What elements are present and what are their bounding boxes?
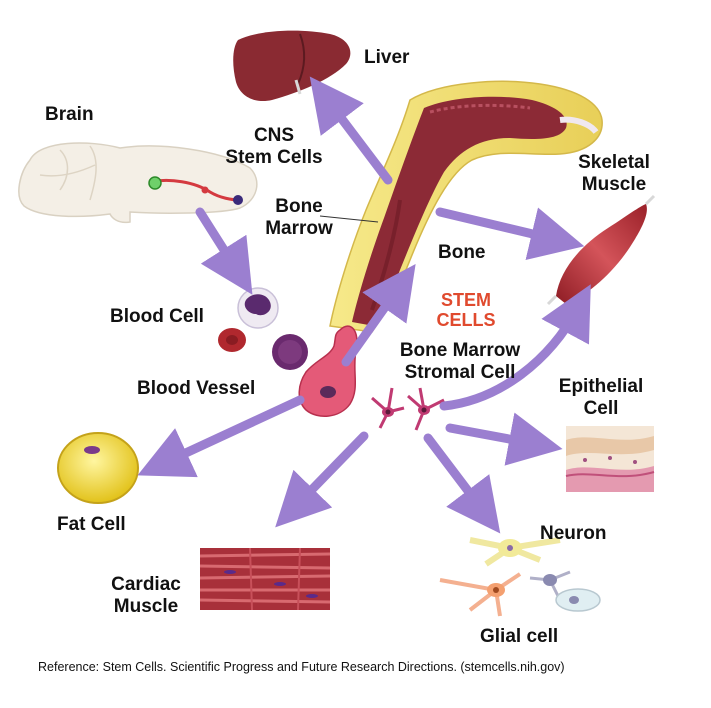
label-fat-cell: Fat Cell [57,514,126,535]
arrow-to-epithelial [445,412,563,466]
label-marrow-line1: Bone [275,196,323,217]
skeletal-muscle-illustration [546,194,656,306]
label-stromal-line1: Bone Marrow [399,340,521,361]
label-neuron: Neuron [540,523,607,544]
label-skeletal-line1: Skeletal [578,152,650,173]
label-epithelial-line2: Cell [583,398,619,419]
label-cns-line1: CNS [253,125,295,146]
blood-vessel-illustration [298,325,358,417]
label-liver: Liver [364,47,410,68]
label-cardiac-muscle: Cardiac Muscle [100,574,192,618]
arrow-to-neuron [423,433,501,534]
brain-illustration [18,142,258,224]
label-blood-vessel: Blood Vessel [137,378,256,399]
label-stem-line2: CELLS [436,310,496,330]
label-brain: Brain [45,104,94,125]
arrow-to-skeletal-muscle [435,207,585,261]
epithelial-cell-illustration [565,426,655,492]
reference-text: Reference: Stem Cells. Scientific Progre… [38,660,565,674]
fat-cell-illustration [57,432,139,504]
label-blood-cell: Blood Cell [110,306,204,327]
arrows [137,76,591,534]
label-glial-cell: Glial cell [480,626,559,647]
label-cardiac-line2: Muscle [113,596,179,617]
arrow-to-cardiac [275,431,369,528]
cardiac-muscle-illustration [199,547,331,611]
label-stem-line1: STEM [440,290,491,310]
blood-cells-illustration [218,287,308,370]
label-bone: Bone [438,242,486,263]
label-marrow-line2: Marrow [265,218,333,239]
arrow-stromal-to-skeletal [439,284,591,411]
label-stromal-line2: Stromal Cell [404,362,516,383]
stromal-cells-illustration [371,387,445,431]
liver-illustration [233,30,351,102]
label-cardiac-line1: Cardiac [111,574,181,595]
label-stromal-cell: Bone Marrow Stromal Cell [380,340,540,384]
label-cns-line2: Stem Cells [225,147,323,168]
label-cns-stem-cells: CNS Stem Cells [216,125,332,169]
arrow-to-fat-cell [137,395,305,478]
label-skeletal-muscle: Skeletal Muscle [564,152,664,196]
arrow-to-liver [309,76,393,185]
label-bone-marrow: Bone Marrow [252,196,346,240]
label-skeletal-line2: Muscle [581,174,647,195]
neuron-glial-illustration [439,537,601,617]
marrow-leader-line [319,215,379,223]
label-epithelial-line1: Epithelial [558,376,644,397]
label-stem-cells: STEM CELLS [426,290,506,330]
arrow-to-bone [341,263,416,367]
arrow-to-blood-cell [195,207,253,295]
label-epithelial-cell: Epithelial Cell [545,376,657,420]
